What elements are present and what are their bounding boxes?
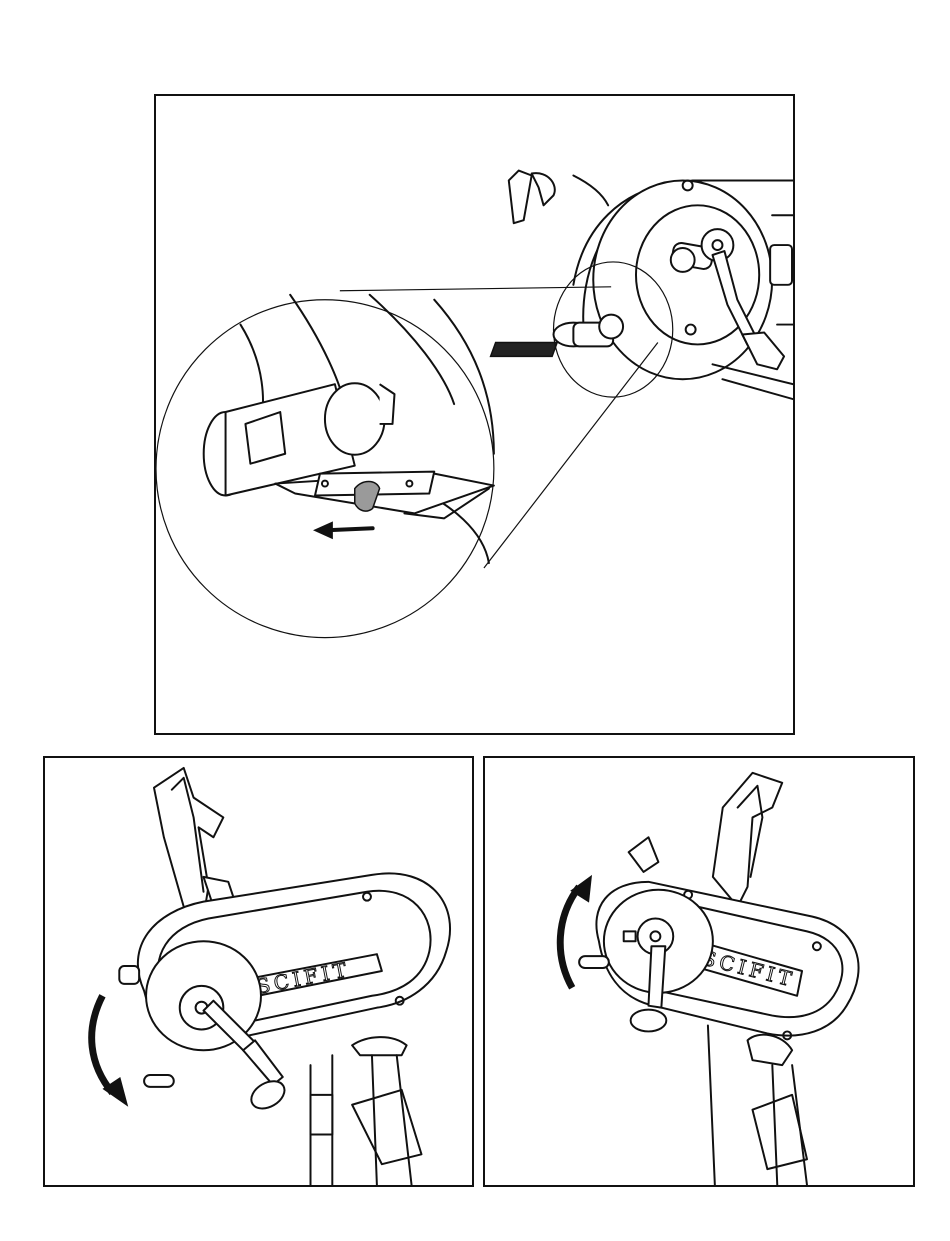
detail-panel (154, 94, 795, 735)
rotate-down-arrow-icon (92, 996, 129, 1107)
rotate-up-arrow-icon (560, 875, 592, 988)
rotate-down-panel: SCIFIT (43, 756, 474, 1187)
left-arrow-icon (313, 521, 373, 539)
handle-top-left (509, 171, 608, 224)
frame-post (311, 1037, 422, 1185)
rotate-up-panel: SCIFIT (483, 756, 915, 1187)
release-lever-illustration (156, 96, 793, 733)
frame-post (708, 1025, 807, 1185)
crank-rotated-up-illustration: SCIFIT (485, 758, 913, 1185)
crank-rotated-down-illustration: SCIFIT (45, 758, 472, 1185)
magnified-release-lever (204, 295, 494, 563)
